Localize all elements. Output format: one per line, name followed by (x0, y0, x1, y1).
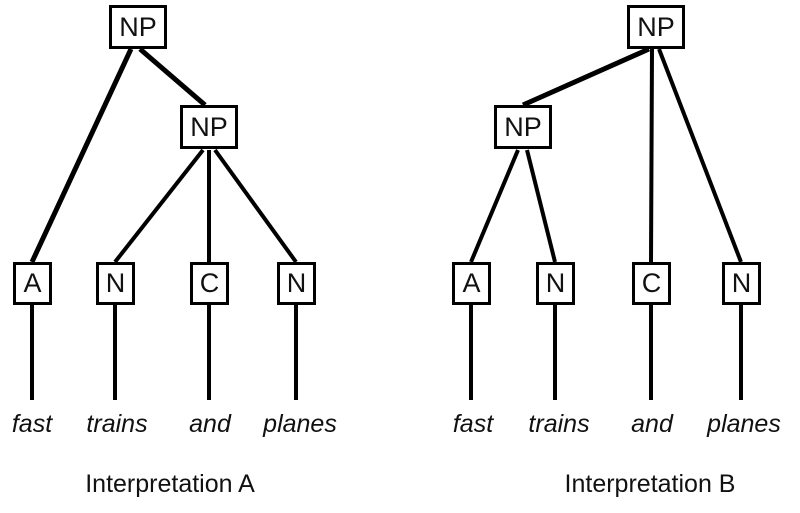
tree-edge (649, 48, 654, 263)
tree-node-label: C (199, 268, 220, 298)
terminal-word: trains (86, 410, 148, 438)
tree-edge (525, 149, 557, 263)
tree-edge (213, 148, 298, 264)
terminal-word: and (631, 410, 673, 438)
tree-edge (29, 47, 134, 264)
tree-node-label: N (105, 268, 126, 298)
tree-node-a: A (452, 262, 491, 305)
tree-node-np: NP (494, 105, 552, 149)
tree-node-label: N (731, 268, 752, 298)
tree-node-c: C (190, 262, 229, 305)
tree-node-a: A (13, 262, 52, 305)
terminal-word: fast (11, 410, 53, 438)
tree-caption: Interpretation B (564, 470, 736, 498)
tree-node-n: N (96, 262, 135, 305)
tree-node-label: N (545, 268, 566, 298)
terminal-word: fast (452, 410, 494, 438)
terminal-word: trains (528, 410, 590, 438)
tree-node-label: NP (637, 11, 675, 42)
tree-edge (521, 46, 651, 108)
tree-node-n: N (277, 262, 316, 305)
tree-node-label: NP (190, 111, 228, 142)
tree-node-n: N (536, 262, 575, 305)
tree-node-label: A (23, 268, 42, 298)
tree-edge (138, 47, 207, 107)
tree-edge (657, 48, 743, 263)
tree-edge (113, 148, 205, 264)
tree-node-label: NP (119, 11, 157, 42)
tree-node-np: NP (627, 5, 685, 49)
tree-node-label: N (286, 268, 307, 298)
tree-node-n: N (722, 262, 761, 305)
tree-caption: Interpretation A (85, 470, 255, 498)
terminal-word: and (189, 410, 231, 438)
tree-edge (469, 149, 520, 263)
tree-node-np: NP (109, 5, 167, 49)
tree-node-c: C (632, 262, 671, 305)
tree-node-np: NP (180, 105, 238, 149)
tree-node-label: NP (504, 111, 542, 142)
tree-node-label: C (641, 268, 662, 298)
tree-node-label: A (462, 268, 481, 298)
terminal-word: planes (263, 410, 337, 438)
terminal-word: planes (707, 410, 781, 438)
